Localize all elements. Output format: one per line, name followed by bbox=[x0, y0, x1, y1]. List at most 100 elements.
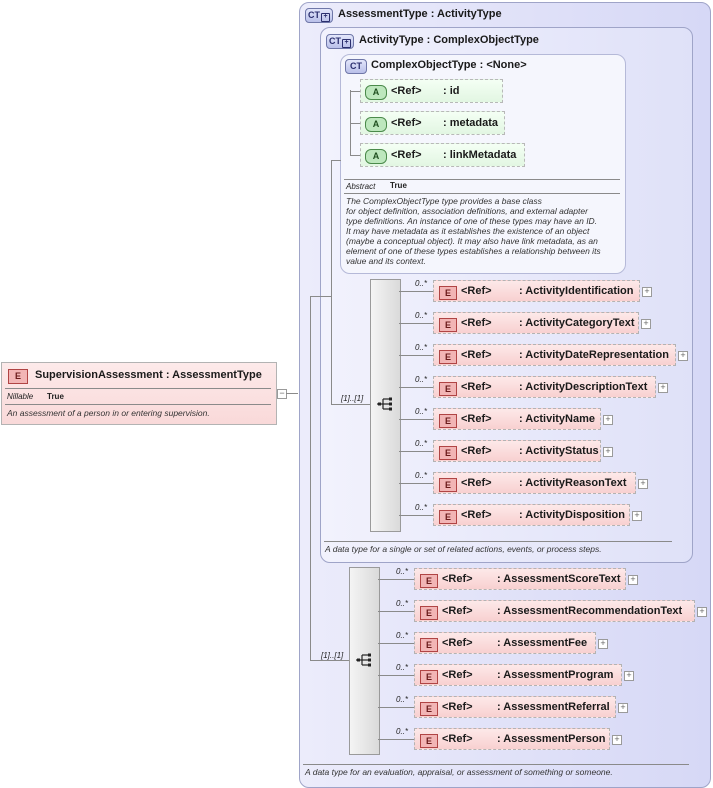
connector bbox=[399, 483, 433, 484]
occurrence-label: 0..* bbox=[415, 311, 428, 320]
expand-toggle[interactable]: + bbox=[638, 479, 648, 489]
occurrence-label: 0..* bbox=[396, 727, 409, 736]
element-0[interactable]: E <Ref> : AssessmentScoreText bbox=[414, 568, 626, 590]
occurrence-label: 0..* bbox=[396, 599, 409, 608]
collapse-toggle[interactable]: − bbox=[277, 389, 287, 399]
ref-label: <Ref> bbox=[391, 117, 422, 129]
ref-label: <Ref> bbox=[461, 317, 492, 329]
expand-toggle[interactable]: + bbox=[641, 319, 651, 329]
element-badge: E bbox=[439, 414, 457, 428]
nillable-value: True bbox=[47, 392, 64, 401]
element-badge: E bbox=[439, 318, 457, 332]
attribute-2[interactable]: A<Ref>: linkMetadata bbox=[360, 143, 525, 167]
occurrence-label: 0..* bbox=[415, 471, 428, 480]
element-0[interactable]: E<Ref>: ActivityIdentification bbox=[433, 280, 640, 302]
ref-label: <Ref> bbox=[391, 85, 422, 97]
element-name: : AssessmentScoreText bbox=[497, 573, 621, 585]
connector bbox=[378, 675, 414, 676]
attribute-badge: A bbox=[365, 117, 387, 132]
occurrence-label: 0..* bbox=[396, 631, 409, 640]
divider bbox=[344, 179, 620, 180]
element-name: : AssessmentPerson bbox=[497, 733, 606, 745]
element-3[interactable]: E<Ref>: ActivityDescriptionText bbox=[433, 376, 656, 398]
complex-type-badge: CT+ bbox=[305, 8, 333, 23]
element-name: : ActivityDateRepresentation bbox=[519, 349, 669, 361]
ref-label: <Ref> bbox=[442, 605, 473, 617]
occurrence-label: 0..* bbox=[415, 343, 428, 352]
expand-toggle[interactable]: + bbox=[618, 703, 628, 713]
expand-toggle[interactable]: + bbox=[697, 607, 707, 617]
element-badge: E bbox=[439, 446, 457, 460]
occurrence-label: 0..* bbox=[396, 695, 409, 704]
expand-toggle[interactable]: + bbox=[603, 415, 613, 425]
connector bbox=[331, 404, 371, 405]
expand-toggle[interactable]: + bbox=[632, 511, 642, 521]
element-badge: E bbox=[8, 369, 28, 384]
element-badge: E bbox=[420, 638, 438, 652]
connector bbox=[331, 160, 332, 404]
element-name: : AssessmentFee bbox=[497, 637, 588, 649]
doc-line: for object definition, association defin… bbox=[346, 206, 588, 216]
element-badge: E bbox=[420, 574, 438, 588]
element-5[interactable]: E<Ref>: ActivityStatus bbox=[433, 440, 601, 462]
expand-toggle[interactable]: + bbox=[603, 447, 613, 457]
assessment-type-title: AssessmentType : ActivityType bbox=[338, 8, 502, 20]
element-5[interactable]: E<Ref>: AssessmentPerson bbox=[414, 728, 610, 750]
expand-toggle[interactable]: + bbox=[612, 735, 622, 745]
attribute-0[interactable]: A<Ref>: id bbox=[360, 79, 503, 103]
occurrence-label: 0..* bbox=[415, 439, 428, 448]
element-7[interactable]: E<Ref>: ActivityDisposition bbox=[433, 504, 630, 526]
element-3[interactable]: E<Ref>: AssessmentProgram bbox=[414, 664, 622, 686]
element-2[interactable]: E<Ref>: AssessmentFee bbox=[414, 632, 596, 654]
element-1[interactable]: E<Ref>: AssessmentRecommendationText bbox=[414, 600, 695, 622]
attribute-1[interactable]: A<Ref>: metadata bbox=[360, 111, 505, 135]
expand-toggle[interactable]: + bbox=[624, 671, 634, 681]
element-name: : ActivityCategoryText bbox=[519, 317, 635, 329]
element-name: : ActivityIdentification bbox=[519, 285, 634, 297]
root-element[interactable]: E SupervisionAssessment : AssessmentType… bbox=[1, 362, 277, 425]
doc-line: value and its context. bbox=[346, 256, 426, 266]
expand-toggle[interactable]: + bbox=[642, 287, 652, 297]
element-4[interactable]: E<Ref>: AssessmentReferral bbox=[414, 696, 616, 718]
sequence-cardinality: [1]..[1] bbox=[341, 394, 364, 403]
expand-toggle[interactable]: + bbox=[598, 639, 608, 649]
ref-label: <Ref> bbox=[442, 573, 473, 585]
connector bbox=[331, 160, 341, 161]
ref-label: <Ref> bbox=[461, 285, 492, 297]
ref-label: <Ref> bbox=[461, 349, 492, 361]
sequence-icon bbox=[356, 652, 372, 668]
ref-label: <Ref> bbox=[461, 381, 492, 393]
root-element-name: SupervisionAssessment : AssessmentType bbox=[35, 369, 262, 381]
connector bbox=[310, 296, 311, 660]
sequence-cardinality: [1]..[1] bbox=[321, 651, 344, 660]
element-2[interactable]: E<Ref>: ActivityDateRepresentation bbox=[433, 344, 676, 366]
element-name: : AssessmentReferral bbox=[497, 701, 610, 713]
nillable-key: Nillable bbox=[7, 392, 34, 401]
connector bbox=[350, 91, 360, 92]
occurrence-label: 0..* bbox=[415, 503, 428, 512]
element-1[interactable]: E <Ref> : ActivityCategoryText bbox=[433, 312, 639, 334]
expand-toggle[interactable]: + bbox=[678, 351, 688, 361]
element-name: : AssessmentRecommendationText bbox=[497, 605, 683, 617]
element-badge: E bbox=[420, 734, 438, 748]
occurrence-label: 0..* bbox=[415, 407, 428, 416]
element-badge: E bbox=[439, 382, 457, 396]
ref-label: <Ref> bbox=[461, 477, 492, 489]
connector bbox=[399, 515, 433, 516]
activity-sequence bbox=[370, 279, 401, 532]
ref-label: <Ref> bbox=[391, 149, 422, 161]
expand-toggle[interactable]: + bbox=[658, 383, 668, 393]
element-badge: E bbox=[439, 478, 457, 492]
connector bbox=[286, 393, 298, 394]
element-badge: E bbox=[439, 510, 457, 524]
element-6[interactable]: E<Ref>: ActivityReasonText bbox=[433, 472, 636, 494]
divider bbox=[5, 388, 271, 389]
connector bbox=[350, 155, 360, 156]
connector bbox=[378, 579, 414, 580]
ref-label: <Ref> bbox=[461, 413, 492, 425]
sequence-icon bbox=[377, 396, 393, 412]
element-name: : ActivityStatus bbox=[519, 445, 599, 457]
expand-toggle[interactable]: + bbox=[628, 575, 638, 585]
element-4[interactable]: E<Ref>: ActivityName bbox=[433, 408, 601, 430]
doc-line: The ComplexObjectType type provides a ba… bbox=[346, 196, 542, 206]
